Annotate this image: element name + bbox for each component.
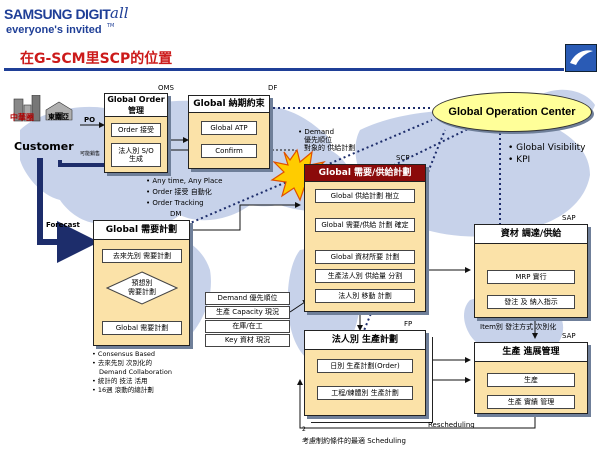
order-mgmt-title-line1: Global Order [107, 95, 165, 104]
info-box-stack: Demand 優先順位 生產 Capacity 現況 在庫/在工 Key 資材 … [205, 292, 290, 347]
extra-label: 可能銷售 [80, 151, 101, 157]
dm-title: Global 需要計劃 [94, 221, 189, 240]
scp-row-4: 生產法人別 供給量 分割 [315, 269, 415, 283]
any-time-item-2: • Order 接受 自動化 [146, 188, 212, 196]
order-mgmt-panel: Global Order 管理 Order 接受 法人別 S/O 生成 [104, 93, 168, 173]
so-generate-line1: 法人別 S/O [118, 146, 154, 155]
scp-row-5: 法人別 移動 計劃 [315, 289, 415, 303]
building-icon [12, 94, 42, 123]
fp-box-1: 日別 生產計劃(Order) [317, 359, 413, 373]
info-box-3: 在庫/在工 [205, 320, 290, 333]
sap1-note: Item別 發注方式 次別化 [480, 323, 557, 331]
dm-diamond-line1: 預想別 [131, 279, 153, 287]
sap1-title: 資材 調達/供給 [475, 225, 587, 244]
logo-tm: TM [107, 23, 115, 29]
logo-wordmark: SAMSUNG DIGIT [4, 6, 111, 22]
dm-decision-diamond: 預想別 需要計劃 [106, 271, 178, 305]
sap1-tag: SAP [562, 214, 576, 222]
dm-bullet-1: • Consensus Based [92, 350, 155, 358]
footnote-number: 2 [302, 426, 306, 433]
oms-tag: OMS [158, 84, 174, 92]
info-box-2: 生產 Capacity 現況 [205, 306, 290, 319]
goc-bullet-2: • KPI [508, 155, 531, 165]
order-mgmt-title-line2: 管理 [128, 106, 144, 115]
goc-bullet-1: • Global Visibility [508, 143, 586, 153]
info-box-1: Demand 優先順位 [205, 292, 290, 305]
scp-row-1: Global 供給計劃 樹立 [315, 189, 415, 203]
goc-bullet-1-text: Global Visibility [516, 143, 586, 153]
scp-row-3: Global 資材所要 計劃 [315, 250, 415, 264]
order-mgmt-title: Global Order 管理 [105, 94, 167, 117]
order-accept-box: Order 接受 [111, 123, 161, 137]
forecast-label: Forecast [46, 221, 80, 229]
po-label: PO [84, 116, 96, 124]
dm-box-1: 去來先別 需要計劃 [102, 249, 182, 263]
any-time-list: • Any time, Any Place • Order 接受 自動化 • O… [146, 176, 222, 209]
sap2-box-2: 生產 實績 管理 [487, 395, 575, 409]
dm-panel: Global 需要計劃 去來先別 需要計劃 預想別 需要計劃 Global 需要… [93, 220, 190, 346]
rescheduling-label: Rescheduling [428, 421, 475, 429]
sap2-tag: SAP [562, 332, 576, 340]
demand-note-l1: Demand [304, 128, 335, 136]
sap2-panel: 生產 進展管理 生産 生產 實績 管理 [474, 342, 588, 414]
customer-label: Customer [14, 140, 74, 153]
fp-tag: FP [404, 320, 413, 328]
goc-title: Global Operation Center [448, 106, 576, 118]
sap2-title: 生產 進展管理 [475, 343, 587, 362]
logo-script: all [110, 4, 129, 22]
dm-box-3: Global 需要計劃 [102, 321, 182, 335]
scp-row-2: Global 需要/供給 計劃 確定 [315, 218, 415, 232]
footnote-text: 考慮制約條件的最適 Scheduling [302, 437, 406, 445]
any-time-item-1: • Any time, Any Place [146, 177, 223, 185]
any-time-item-3-text: Order Tracking [152, 199, 204, 207]
df-tag: DF [268, 84, 278, 92]
sap2-box-1: 生産 [487, 373, 575, 387]
atp-panel: Global 納期約束 Global ATP Confirm [188, 95, 270, 169]
dm-bullet-3: • 統計的 技法 活用 [92, 377, 148, 385]
dm-bullet-4: • 16週 滾動的總計劃 [92, 386, 154, 394]
goc-bullet-2-text: KPI [516, 155, 531, 165]
scp-panel: Global 需要/供給計劃 Global 供給計劃 樹立 Global 需要/… [304, 164, 426, 312]
corner-logo-icon [565, 44, 597, 72]
region-label-1: 中華圈 [10, 113, 34, 122]
title-underline [4, 68, 564, 71]
dm-bullets: • Consensus Based • 去來先別 次別化的 Demand Col… [92, 350, 172, 395]
dm-bullet-4-text: 16週 滾動的總計劃 [97, 386, 154, 394]
so-generate-line2: 生成 [129, 155, 143, 163]
demand-note: • Demand 優先順位 對象的 供給計劃 [298, 128, 355, 152]
info-box-4: Key 資材 現況 [205, 334, 290, 347]
any-time-item-3: • Order Tracking [146, 199, 204, 207]
dm-bullet-3-text: 統計的 技法 活用 [97, 377, 148, 385]
any-time-item-2-text: Order 接受 自動化 [152, 188, 212, 196]
so-generate-box: 法人別 S/O 生成 [111, 143, 161, 167]
samsung-logo: SAMSUNG DIGIT all everyone's invited TM [4, 4, 134, 46]
atp-title: Global 納期約束 [189, 96, 269, 113]
demand-note-l2: 優先順位 [304, 136, 332, 144]
fp-box-2: 工程/練體別 生產計劃 [317, 386, 413, 400]
scp-title: Global 需要/供給計劃 [305, 165, 425, 182]
dm-tag: DM [170, 210, 182, 218]
dm-bullet-2: • 去來先別 次別化的 [92, 359, 152, 367]
fp-title: 法人別 生產計劃 [305, 331, 425, 350]
dm-bullet-2b: Demand Collaboration [99, 368, 172, 376]
fp-panel: 法人別 生產計劃 日別 生產計劃(Order) 工程/練體別 生產計劃 [304, 330, 426, 416]
confirm-box: Confirm [201, 144, 257, 158]
page-title: 在G-SCM里SCP的位置 [20, 51, 173, 67]
global-atp-box: Global ATP [201, 121, 257, 135]
any-time-item-1-text: Any time, Any Place [152, 177, 223, 185]
warehouse-icon [44, 100, 74, 122]
logo-tagline: everyone's invited [6, 24, 102, 36]
dm-diamond-line2: 需要計劃 [128, 288, 156, 296]
dm-bullet-1-text: Consensus Based [97, 350, 155, 358]
scp-tag: SCP [396, 154, 410, 162]
sap1-box-2: 發注 及 納入指示 [487, 295, 575, 309]
goc-ellipse: Global Operation Center [432, 92, 592, 132]
sap1-box-1: MRP 實行 [487, 270, 575, 284]
dm-bullet-2-text: 去來先別 次別化的 [97, 359, 152, 367]
demand-note-l3: 對象的 供給計劃 [304, 144, 356, 152]
region-label-2: 東南亞 [48, 113, 69, 121]
sap1-panel: 資材 調達/供給 MRP 實行 發注 及 納入指示 [474, 224, 588, 318]
demand-note-line1: • Demand [298, 128, 335, 136]
